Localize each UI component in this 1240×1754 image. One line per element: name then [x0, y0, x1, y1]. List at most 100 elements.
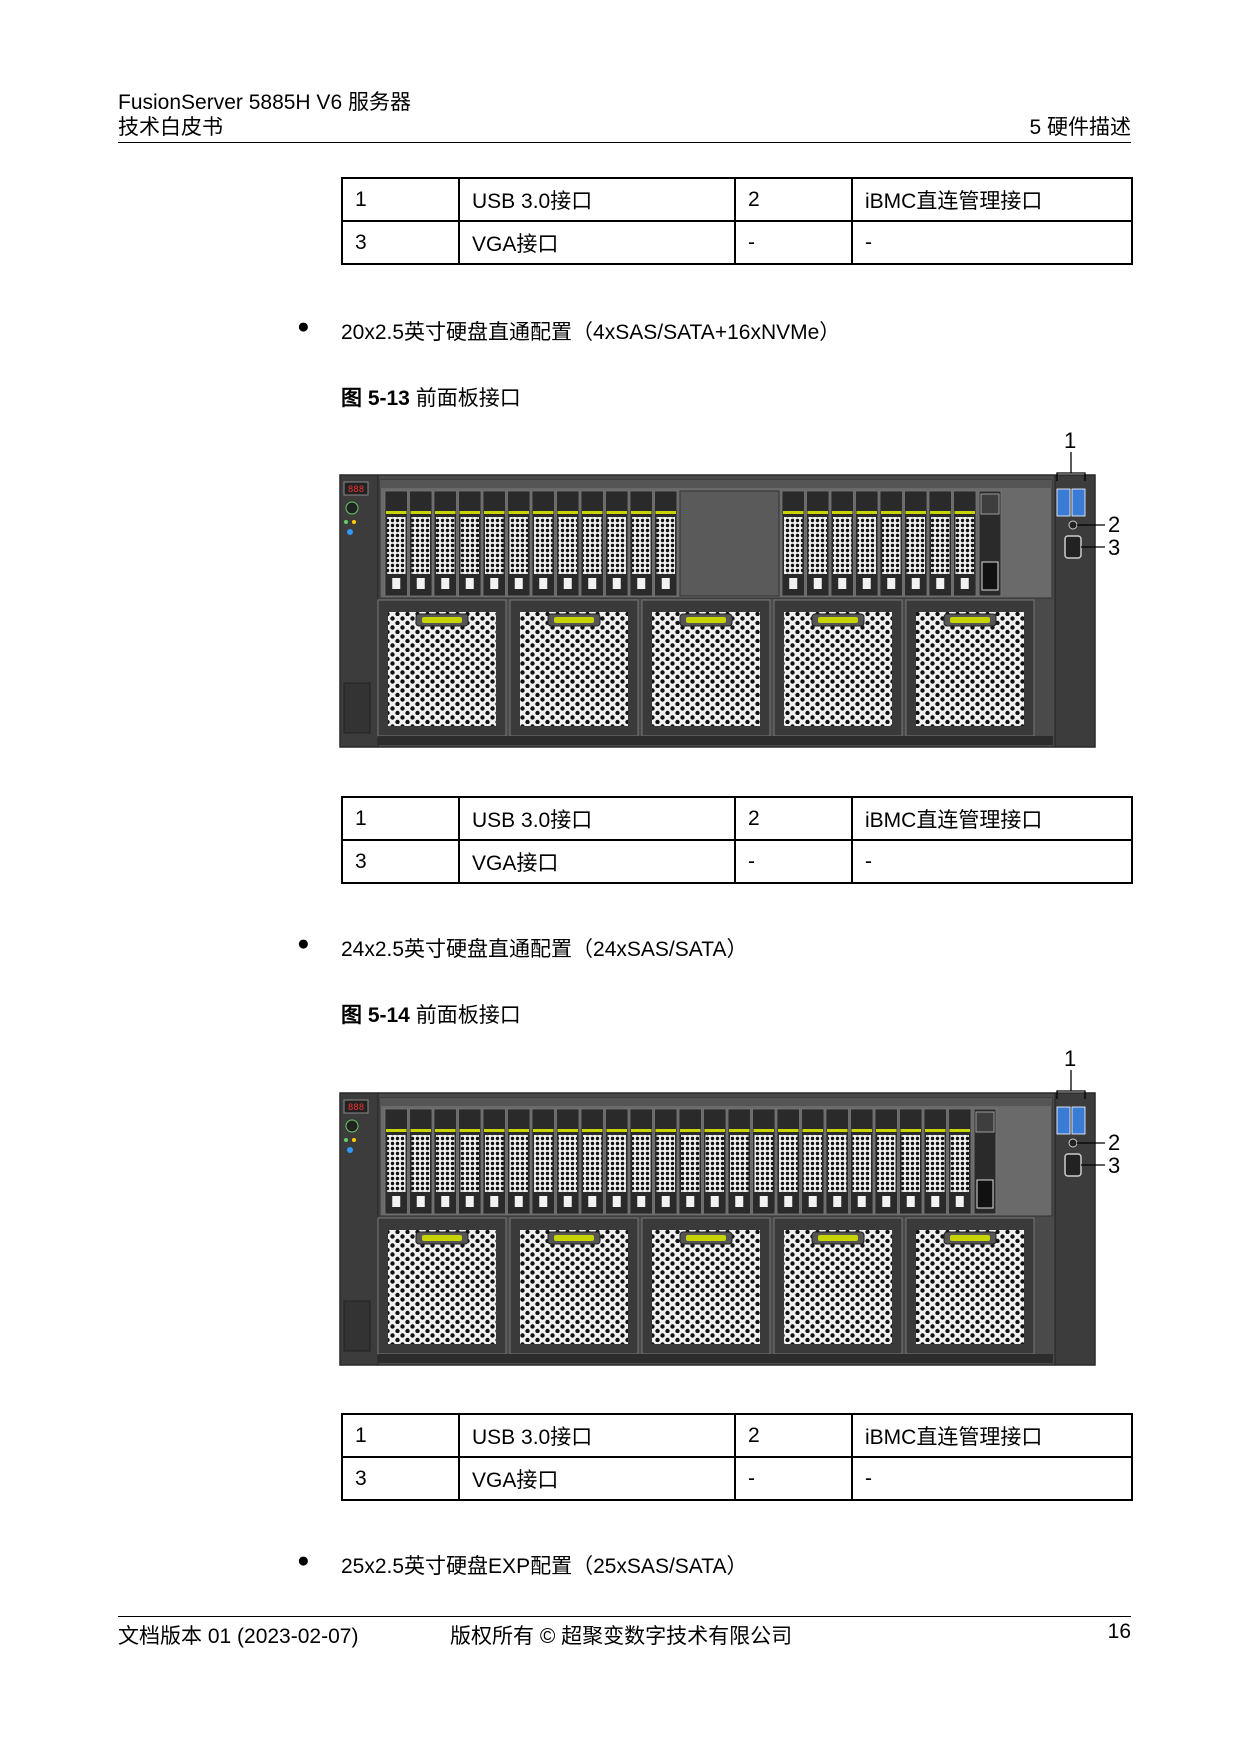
drive-activity-led: [557, 511, 578, 514]
bullet-item: ● 24x2.5英寸硬盘直通配置（24xSAS/SATA）: [297, 932, 748, 963]
drive-latch: [416, 1196, 425, 1207]
drive-bay: [458, 490, 482, 597]
ibmc-port-icon: [1068, 1138, 1078, 1148]
table-row: 3 VGA接口 - -: [341, 1456, 1133, 1501]
power-button-icon: [345, 1119, 359, 1133]
drive-activity-led: [655, 511, 676, 514]
bullet-text: 24x2.5英寸硬盘直通配置（24xSAS/SATA）: [341, 938, 748, 961]
drive-latch: [514, 578, 523, 589]
drive-vent: [534, 1135, 553, 1192]
drive-vent: [436, 517, 455, 574]
header-chapter: 5 硬件描述: [1029, 116, 1131, 139]
table-cell: 1: [341, 796, 460, 841]
server-chassis: 888: [339, 1092, 1096, 1366]
drive-vent: [485, 517, 504, 574]
usb-port-icon: [1071, 1106, 1086, 1135]
fan-module: [377, 1217, 507, 1355]
small-slot-latch: [976, 1179, 994, 1209]
bay-number-strip: [380, 480, 1052, 488]
drive-activity-led: [435, 1129, 456, 1132]
drive-vent: [857, 517, 876, 574]
drive-vent: [632, 1135, 651, 1192]
footer-page-number: 16: [1107, 1620, 1131, 1643]
fan-grille: [388, 1230, 496, 1344]
server-chassis: 888: [339, 474, 1096, 748]
drive-vent: [906, 517, 925, 574]
drive-bay: [830, 490, 854, 597]
fan-grille: [520, 612, 628, 726]
drive-bay: [605, 490, 629, 597]
drive-bay: [928, 490, 952, 597]
table-row: 1 USB 3.0接口 2 iBMC直连管理接口: [341, 1413, 1133, 1458]
fan-handle-led: [686, 1235, 726, 1241]
bullet-item: ● 25x2.5英寸硬盘EXP配置（25xSAS/SATA）: [297, 1549, 748, 1580]
fan-grille: [520, 1230, 628, 1344]
drive-bay: [850, 1108, 874, 1215]
drive-vent: [632, 517, 651, 574]
fan-grille: [916, 612, 1024, 726]
figure-label: 图 5-14: [341, 1004, 410, 1027]
drive-latch: [539, 1196, 548, 1207]
drive-activity-led: [930, 511, 951, 514]
table-cell: USB 3.0接口: [458, 177, 736, 222]
drive-vent: [485, 1135, 504, 1192]
drive-bay: [752, 1108, 776, 1215]
drive-activity-led: [925, 1129, 946, 1132]
drive-latch: [441, 578, 450, 589]
drive-vent: [436, 1135, 455, 1192]
footer-rule: [118, 1616, 1131, 1617]
drive-latch: [887, 578, 896, 589]
led-display: [343, 481, 369, 496]
figure-caption: 图 5-14 前面板接口: [341, 999, 521, 1029]
table-cell: 2: [734, 1413, 853, 1458]
fan-grille: [784, 1230, 892, 1344]
drive-bay: [556, 1108, 580, 1215]
bottom-label-strip: [378, 736, 1053, 745]
drive-latch: [637, 1196, 646, 1207]
fan-grille: [784, 612, 892, 726]
drive-vent: [808, 517, 827, 574]
drive-bay: [776, 1108, 800, 1215]
drive-latch: [588, 1196, 597, 1207]
drive-latch: [588, 578, 597, 589]
table-cell: VGA接口: [458, 839, 736, 884]
drive-bay: [806, 490, 830, 597]
fan-handle-led: [818, 617, 858, 623]
drive-latch: [612, 578, 621, 589]
drive-activity-led: [484, 511, 505, 514]
drive-vent: [411, 517, 430, 574]
drive-latch: [857, 1196, 866, 1207]
drive-latch: [637, 578, 646, 589]
fan-row: [377, 599, 1035, 737]
led-digits: 888: [348, 485, 364, 495]
drive-vent: [882, 517, 901, 574]
drive-latch: [661, 578, 670, 589]
drive-latch: [612, 1196, 621, 1207]
ibmc-port-icon: [1068, 520, 1078, 530]
right-mounting-ear: [1054, 1092, 1096, 1366]
drive-latch: [833, 1196, 842, 1207]
table-cell: -: [851, 839, 1133, 884]
table-cell: 2: [734, 177, 853, 222]
drive-activity-led: [435, 511, 456, 514]
fan-module: [509, 599, 639, 737]
interface-table-3: 1 USB 3.0接口 2 iBMC直连管理接口 3 VGA接口 - -: [341, 1413, 1133, 1501]
drive-latch: [735, 1196, 744, 1207]
drive-bay: [629, 1108, 653, 1215]
drive-latch: [416, 578, 425, 589]
fan-handle-led: [422, 1235, 462, 1241]
fan-handle-led: [554, 1235, 594, 1241]
drive-activity-led: [856, 511, 877, 514]
drive-activity-led: [729, 1129, 750, 1132]
drive-bay: [703, 1108, 727, 1215]
drive-latch: [514, 1196, 523, 1207]
drive-bay: [899, 1108, 923, 1215]
drive-bay: [953, 490, 977, 597]
drive-activity-led: [949, 1129, 970, 1132]
drive-bay: [384, 1108, 408, 1215]
drive-latch: [808, 1196, 817, 1207]
small-slot-indicator: [975, 1111, 995, 1133]
drive-vent: [784, 517, 803, 574]
small-slot-indicator: [980, 493, 1000, 515]
